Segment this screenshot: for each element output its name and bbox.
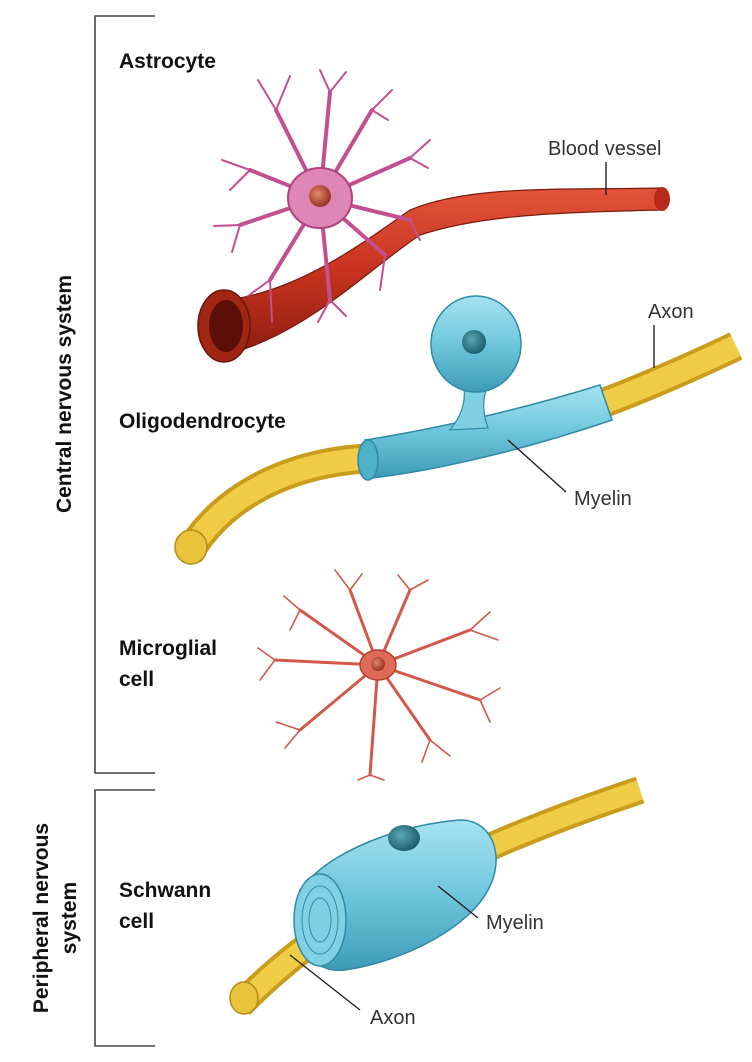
astrocyte-illustration (213, 69, 431, 323)
myelin-bottom-leader (437, 885, 479, 919)
microglial-label-line2: cell (119, 668, 154, 691)
schwann-label-line2: cell (119, 910, 154, 933)
pns-label-line2: system (58, 882, 81, 954)
myelin-top-label: Myelin (574, 488, 632, 510)
axon-bottom-label: Axon (370, 1007, 416, 1029)
oligodendrocyte-label: Oligodendrocyte (119, 410, 286, 433)
schwann-cell-illustration (293, 819, 497, 971)
pns-label-line1: Peripheral nervous (30, 823, 53, 1013)
blood-vessel-label: Blood vessel (548, 138, 661, 160)
schwann-label-line1: Schwann (119, 879, 211, 902)
astrocyte-label: Astrocyte (119, 50, 216, 73)
microglial-label-line1: Microglial (119, 637, 217, 660)
myelin-bottom-label: Myelin (486, 912, 544, 934)
blood-vessel-illustration (197, 187, 670, 363)
oligodendrocyte-illustration (357, 295, 613, 481)
pns-label: Peripheral nervous system (30, 823, 81, 1013)
microglial-cell-illustration (257, 569, 501, 781)
cns-bracket (94, 15, 155, 774)
axon-bottom-leader (289, 954, 361, 1011)
axon-top-label: Axon (648, 301, 694, 323)
pns-bracket (94, 789, 155, 1047)
cns-label: Central nervous system (53, 275, 76, 513)
myelin-top-leader (507, 439, 567, 493)
